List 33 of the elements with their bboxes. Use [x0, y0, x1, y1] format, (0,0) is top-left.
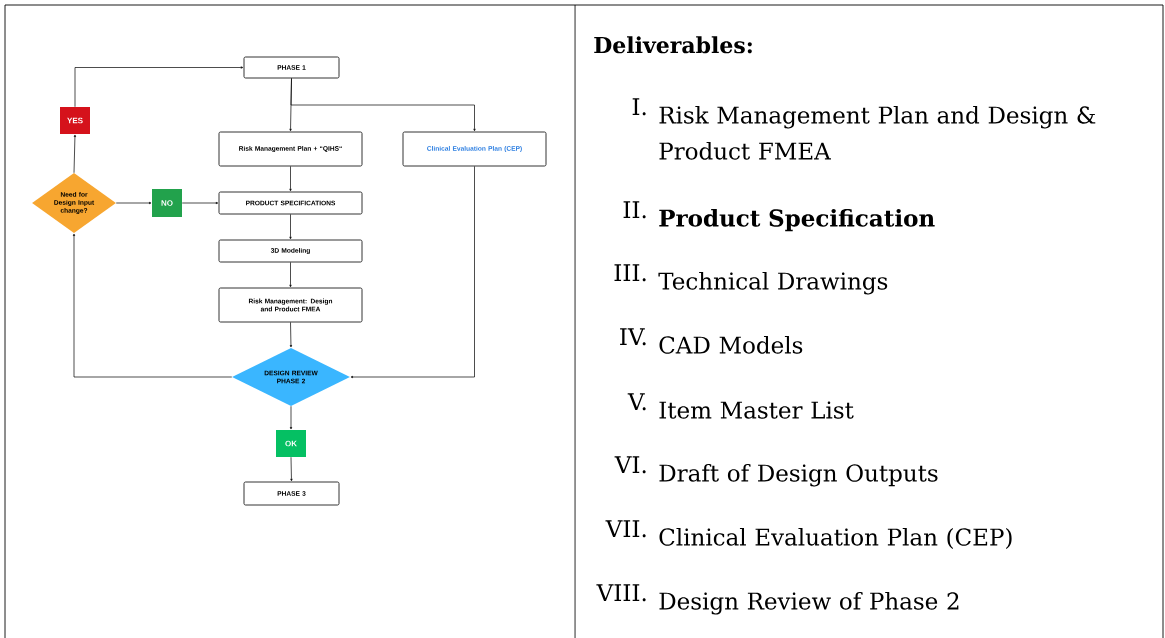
list-item: CAD Models: [659, 335, 803, 354]
arrow: [74, 66, 244, 108]
list-item: Draft of Design Outputs: [659, 463, 938, 487]
list-item: Technical Drawings: [658, 271, 888, 295]
arrow: [290, 78, 476, 132]
heading: Deliverables:: [594, 36, 752, 54]
list-item: Product Specification: [659, 208, 935, 232]
arrow: [181, 201, 219, 205]
arrow: [289, 166, 292, 192]
arrow: [289, 322, 293, 348]
arrow: [289, 405, 293, 430]
list-number: V.: [627, 393, 646, 411]
arrow: [115, 201, 152, 205]
arrow: [73, 134, 77, 174]
list-number: VI.: [614, 456, 646, 474]
arrow: [350, 166, 475, 379]
arrow: [72, 233, 233, 378]
arrow: [289, 214, 292, 240]
list-item: Risk Management Plan and Design & Product FMEA: [659, 105, 1096, 160]
list-number: IV.: [620, 328, 646, 346]
answer-box: YES: [60, 107, 90, 134]
arrow: [290, 456, 293, 482]
list-number: III.: [614, 264, 646, 282]
list-item: Design Review of Phase 2: [659, 591, 959, 615]
list-number: VIII.: [596, 584, 646, 602]
list-item: Item Master List: [659, 401, 854, 419]
list-number: II.: [623, 201, 646, 219]
list-number: VII.: [605, 520, 646, 538]
arrow: [289, 262, 292, 288]
answer-box: NO: [152, 189, 182, 217]
list-item: Clinical Evaluation Plan (CEP): [659, 527, 1012, 549]
answer-box: OK: [276, 430, 306, 457]
list-number: I.: [632, 98, 646, 116]
